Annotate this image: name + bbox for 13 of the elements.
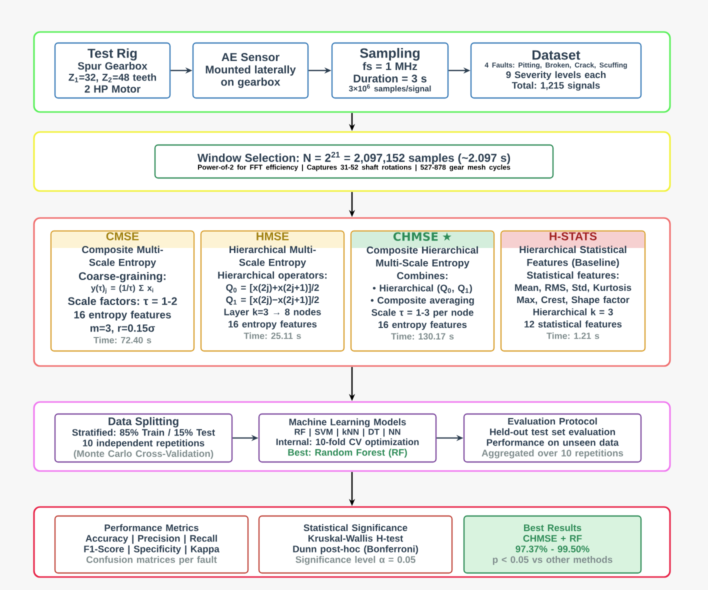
method-card: CHMSE ★ Composite Hierarchical Multi-Scale Entropy Combines: • Hierarchical (Q$_{0}$, Q$_{1}$) • Composite averaging Scale τ = 1-3 per node 16 entropy features Time: 130.17 s (350, 230, 495, 352)
method-card: CMSE Composite Multi-Scale Entropy Coarse-graining: y(τ)$_{j}$ = (1/τ) Σ x$_{i}$ Scale factors: τ = 1-2 16 entropy features m=3, r=0.15σ Time: 72.40 s (50, 230, 195, 352)
process-box: Evaluation Protocol Held-out test set evaluation Performance on unseen data Aggregated over 10 repetitions (463, 413, 642, 463)
process-box: AE Sensor Mounted laterally on gearbox (192, 42, 309, 99)
method-card: H-STATS Hierarchical Statistical Features (Baseline) Statistical features: Mean, RMS, Std, Kurtosis Max, Crest, Shape factor Hierarchical k = 3 12 statistical features Time: 1.21 s (500, 230, 646, 352)
process-box: Best Results CHMSE + RF 97.37% - 99.50% p < 0.05 vs other methods (463, 515, 642, 574)
process-box: Machine Learning Models RF | SVM | kNN | DT | NN Internal: 10-fold CV optimization Best: Random Forest (RF) (258, 413, 437, 463)
process-box: Statistical Significance Kruskal-Wallis H-test Dunn post-hoc (Bonferroni) Significance level α = 0.05 (258, 515, 453, 574)
process-box: Test Rig Spur Gearbox Z$_{1}$=32, Z$_{2}$=48 teeth 2 HP Motor (54, 42, 171, 99)
process-box: Data Splitting Stratified: 85% Train / 15% Test 10 independent repetitions (Monte Carlo Cross-Validation) (54, 413, 233, 463)
method-card: HMSE Hierarchical Multi-Scale Entropy Hierarchical operators: Q$_{0}$ = [x(2j)+x(2j+1)]/2 Q$_{1}$ = [x(2j)−x(2j+1)]/2 Layer k=3 → 8 nodes 16 entropy features Time: 25.11 s (200, 230, 345, 352)
process-box: Performance Metrics Accuracy | Precision | Recall F1-Score | Specificity | Kappa Confusion matrices per fault (54, 515, 249, 574)
process-box: Sampling fs = 1 MHz Duration = 3 s 3×10$^{6}$ samples/signal (331, 42, 449, 99)
